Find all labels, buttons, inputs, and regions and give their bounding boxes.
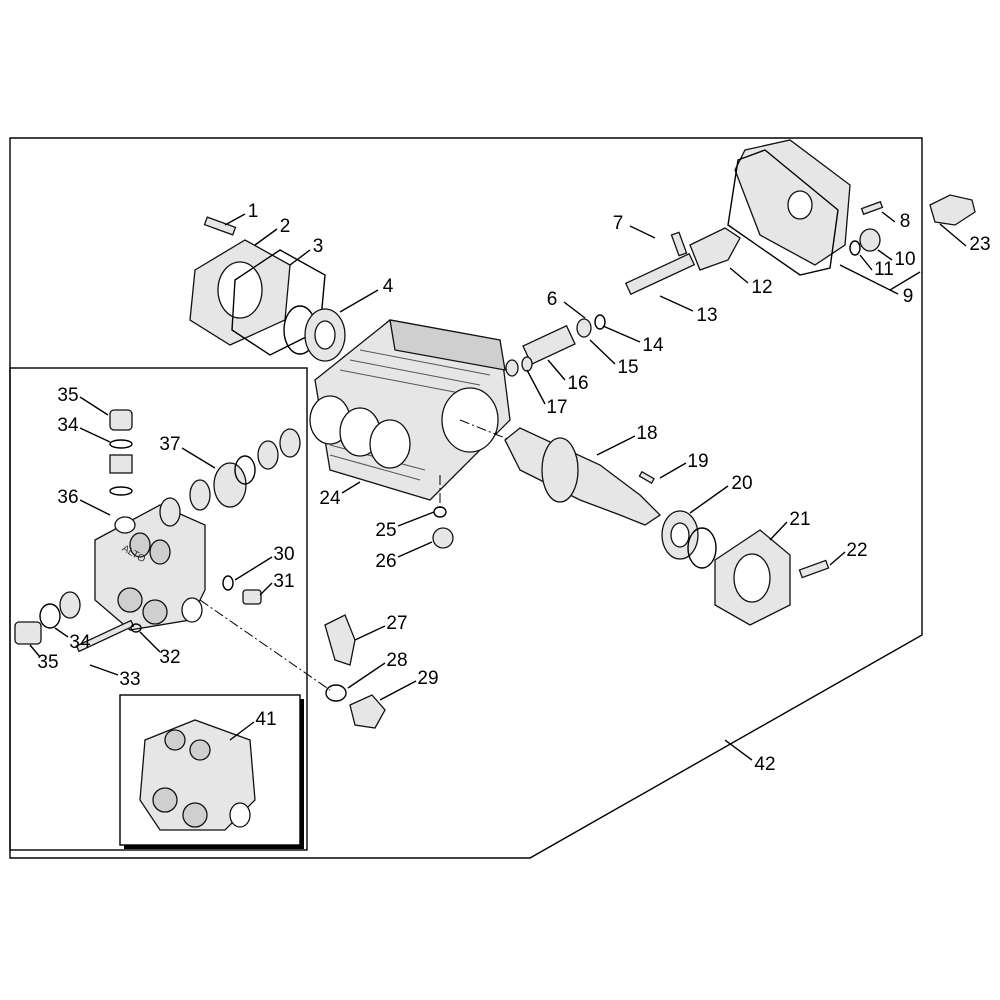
callout-28: 28 — [386, 650, 407, 671]
callout-27: 27 — [386, 613, 407, 634]
callout-23: 23 — [969, 234, 990, 255]
callout-22: 22 — [846, 540, 867, 561]
callout-30: 30 — [273, 544, 294, 565]
callout-42: 42 — [754, 754, 775, 775]
callout-16: 16 — [567, 373, 588, 394]
crankcase-part — [309, 319, 511, 501]
callout-20: 20 — [731, 473, 752, 494]
callout-29: 29 — [417, 668, 438, 689]
callout-35: 35 — [57, 385, 78, 406]
callout-36: 36 — [57, 487, 78, 508]
callout-12: 12 — [751, 277, 772, 298]
callout-2: 2 — [280, 216, 291, 237]
callout-8: 8 — [900, 211, 911, 232]
callout-4: 4 — [383, 276, 394, 297]
callout-37: 37 — [159, 434, 180, 455]
callout-34: 34 — [69, 632, 91, 653]
leader-lines — [29, 211, 967, 761]
callout-34: 34 — [57, 415, 79, 436]
fitting-part — [929, 194, 976, 226]
callout-9: 9 — [903, 286, 914, 307]
callout-26: 26 — [375, 551, 396, 572]
plunger-part — [522, 324, 576, 366]
plug-part — [109, 409, 133, 431]
callout-24: 24 — [319, 488, 341, 509]
callout-17: 17 — [546, 397, 567, 418]
drain-plug-part — [432, 527, 454, 549]
callout-31: 31 — [273, 571, 294, 592]
seal-part — [213, 462, 247, 508]
callout-10: 10 — [894, 249, 915, 270]
manifold-part: ALTO — [94, 504, 206, 631]
callout-32: 32 — [159, 647, 180, 668]
callout-41: 41 — [255, 709, 276, 730]
callout-6: 6 — [547, 289, 558, 310]
unloader-fitting-part — [324, 614, 356, 666]
callout-11: 11 — [874, 259, 894, 280]
manifold-group-box — [9, 367, 308, 851]
callout-15: 15 — [617, 357, 638, 378]
callout-1: 1 — [248, 201, 259, 222]
callout-3: 3 — [313, 236, 324, 257]
callout-25: 25 — [375, 520, 396, 541]
plug-part — [349, 694, 386, 729]
callout-21: 21 — [789, 509, 810, 530]
callout-33: 33 — [119, 669, 140, 690]
callout-7: 7 — [613, 213, 624, 234]
screw-part — [203, 216, 237, 236]
plug-part — [859, 228, 881, 252]
callout-18: 18 — [636, 423, 657, 444]
callout-35: 35 — [37, 652, 58, 673]
callout-19: 19 — [687, 451, 708, 472]
callout-14: 14 — [642, 335, 664, 356]
callout-13: 13 — [696, 305, 717, 326]
connecting-rod-part — [689, 227, 741, 271]
